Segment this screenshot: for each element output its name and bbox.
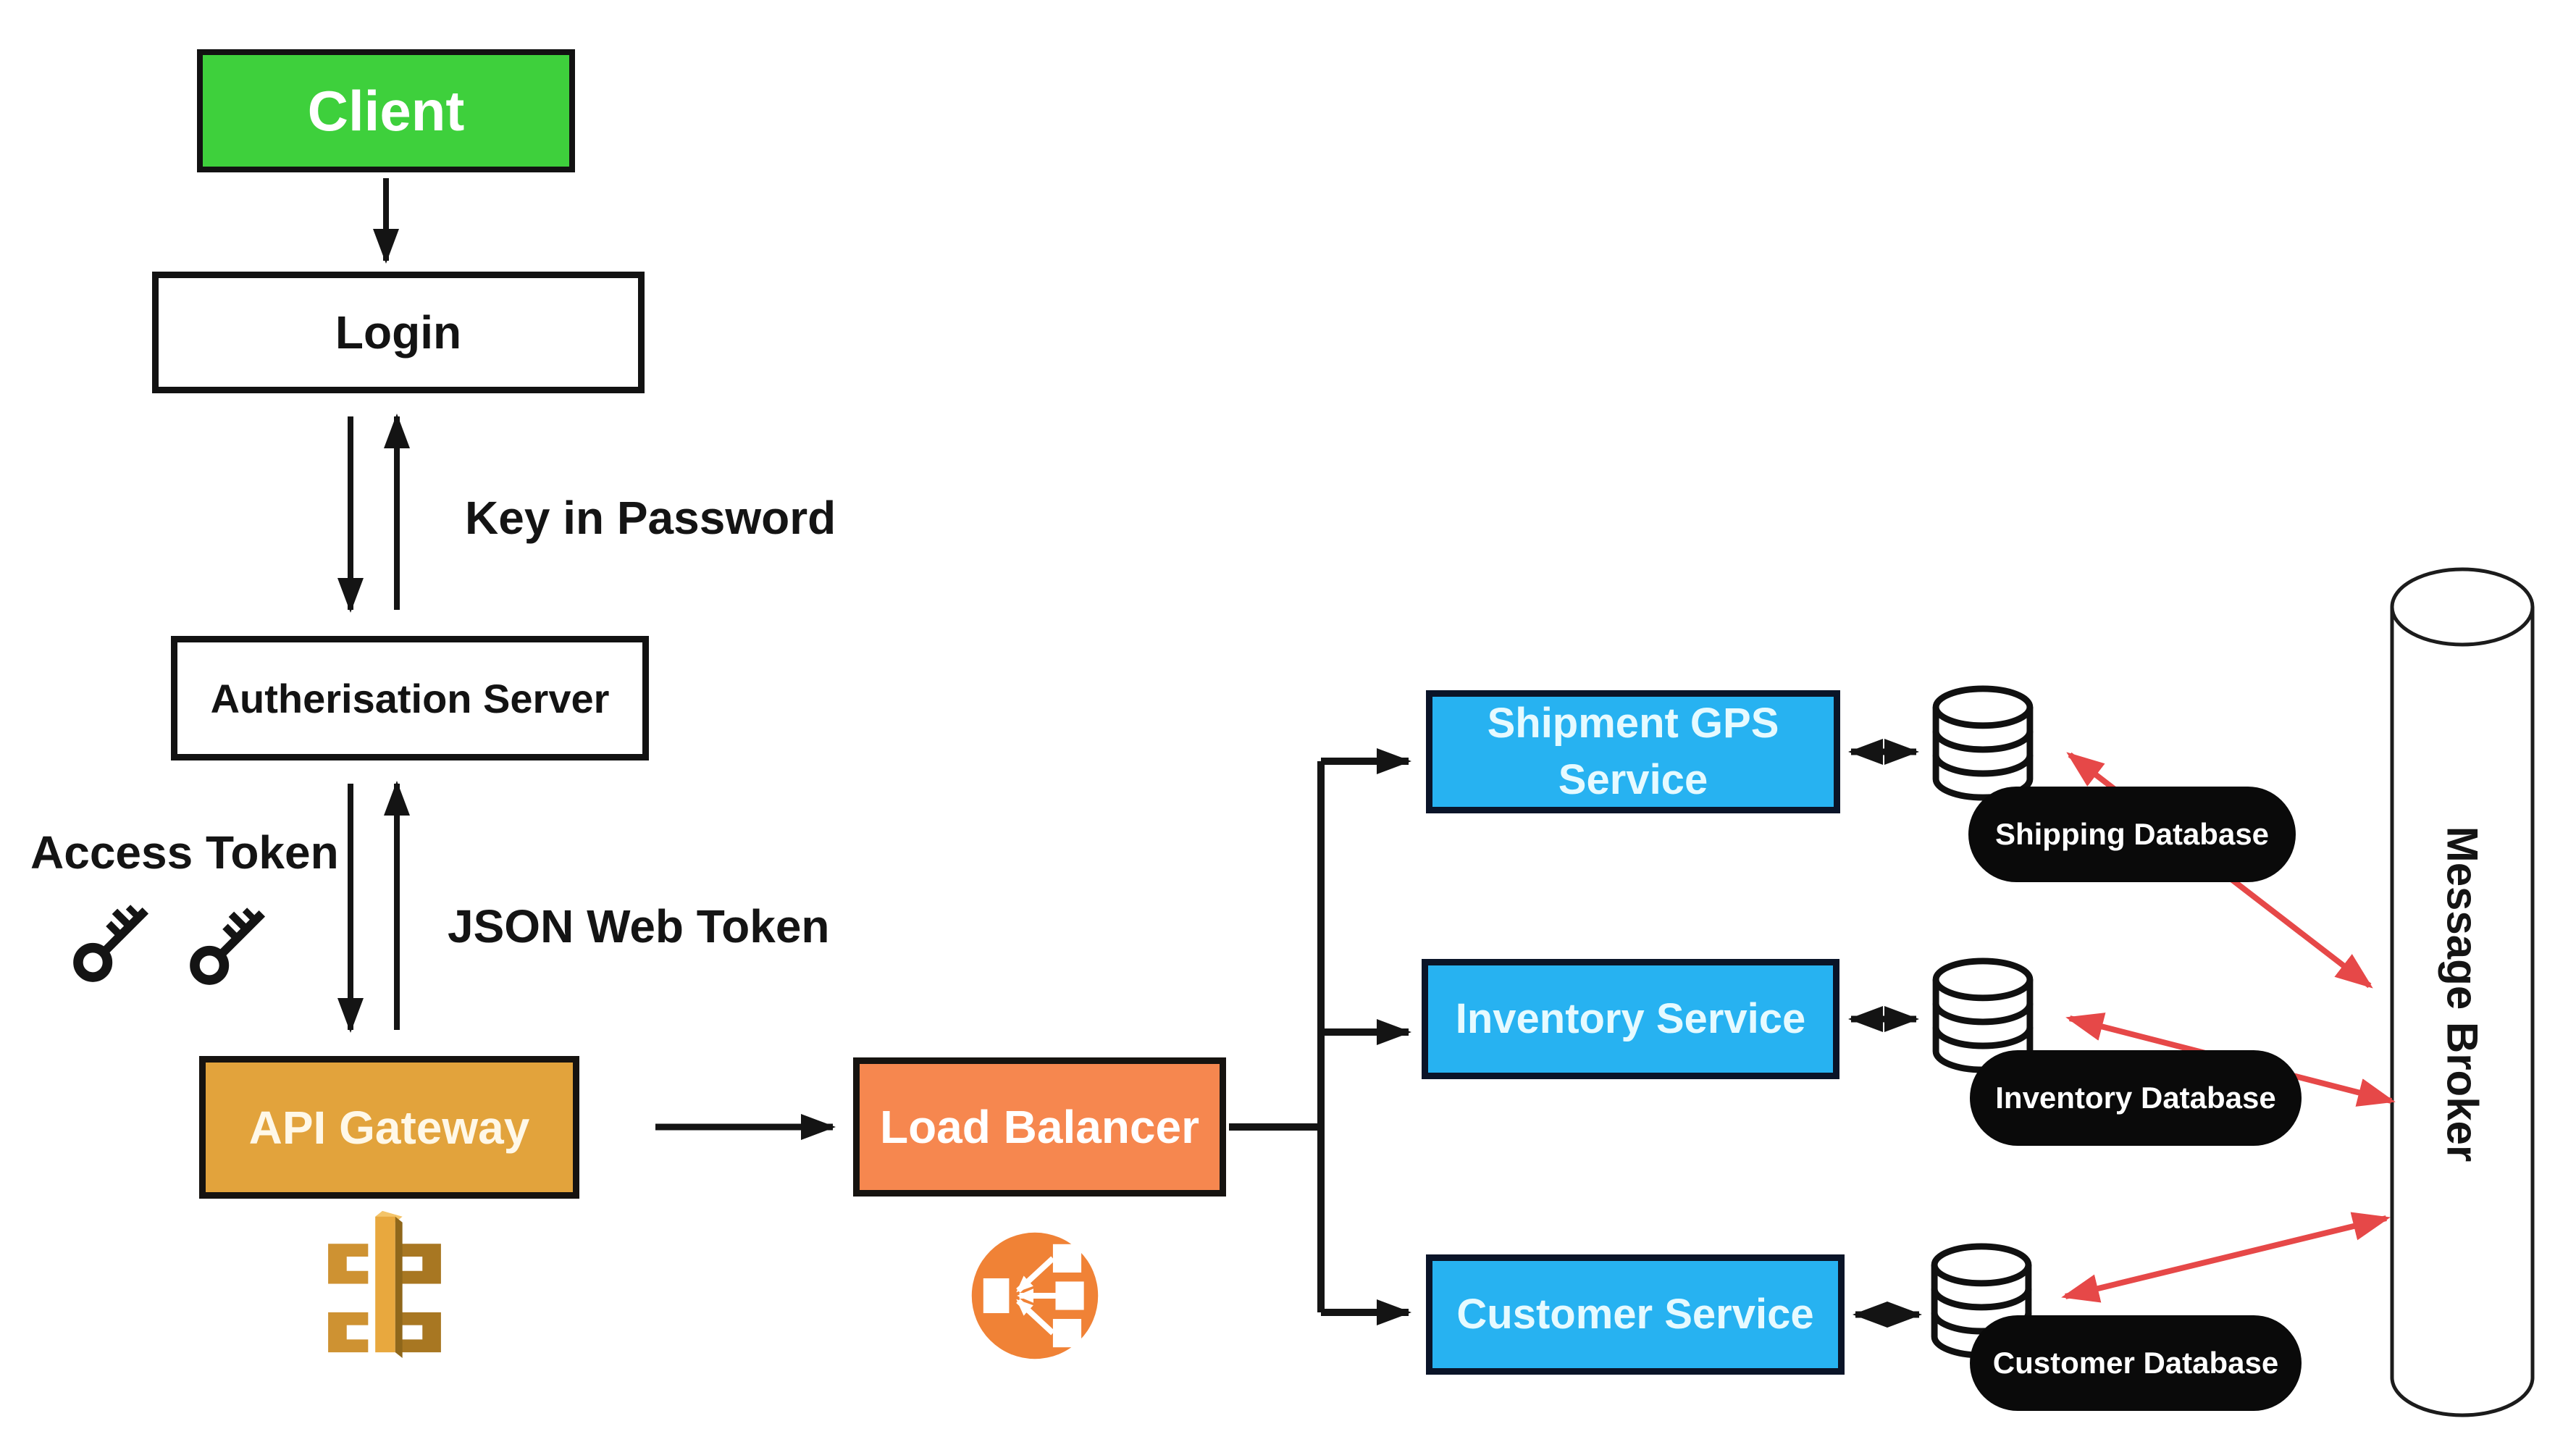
customer-service-node: Customer Service <box>1426 1254 1845 1375</box>
login-node: Login <box>152 272 645 393</box>
customer-service-label: Customer Service <box>1456 1290 1814 1338</box>
access-token-label: Access Token <box>30 826 339 879</box>
authorisation-server-node: Autherisation Server <box>171 636 649 760</box>
inventory-database-label: Inventory Database <box>1995 1081 2276 1115</box>
key-icon <box>73 905 149 982</box>
inventory-service-label: Inventory Service <box>1455 994 1806 1042</box>
client-node: Client <box>197 49 575 172</box>
customer-database-pill: Customer Database <box>1970 1315 2302 1411</box>
key-icon <box>190 908 266 985</box>
shipping-database-label: Shipping Database <box>1994 817 2270 851</box>
load-balancer-node: Load Balancer <box>853 1057 1226 1197</box>
aws-elastic-load-balancer-icon <box>971 1232 1099 1359</box>
key-in-password-label: Key in Password <box>465 492 836 544</box>
client-label: Client <box>307 78 465 143</box>
shipment-gps-service-node: Shipment GPS Service <box>1426 690 1840 813</box>
inventory-service-node: Inventory Service <box>1422 959 1839 1079</box>
inventory-database-icon <box>1932 957 2034 1073</box>
authorisation-server-label: Autherisation Server <box>210 675 610 721</box>
inventory-database-pill: Inventory Database <box>1970 1050 2302 1146</box>
api-gateway-node: API Gateway <box>199 1056 579 1199</box>
shipping-database-pill: Shipping Database <box>1968 787 2296 882</box>
message-broker-cylinder <box>2390 567 2535 1417</box>
load-balancer-label: Load Balancer <box>879 1101 1200 1153</box>
login-label: Login <box>335 306 462 359</box>
customer-database-label: Customer Database <box>1992 1346 2279 1380</box>
red-arrow-customer-db-message-broker <box>2061 1212 2391 1303</box>
json-web-token-label: JSON Web Token <box>448 900 830 952</box>
api-gateway-label: API Gateway <box>248 1101 530 1154</box>
aws-api-gateway-icon <box>328 1210 441 1359</box>
shipping-database-icon <box>1932 685 2034 801</box>
shipment-gps-service-label: Shipment GPS Service <box>1487 699 1779 803</box>
